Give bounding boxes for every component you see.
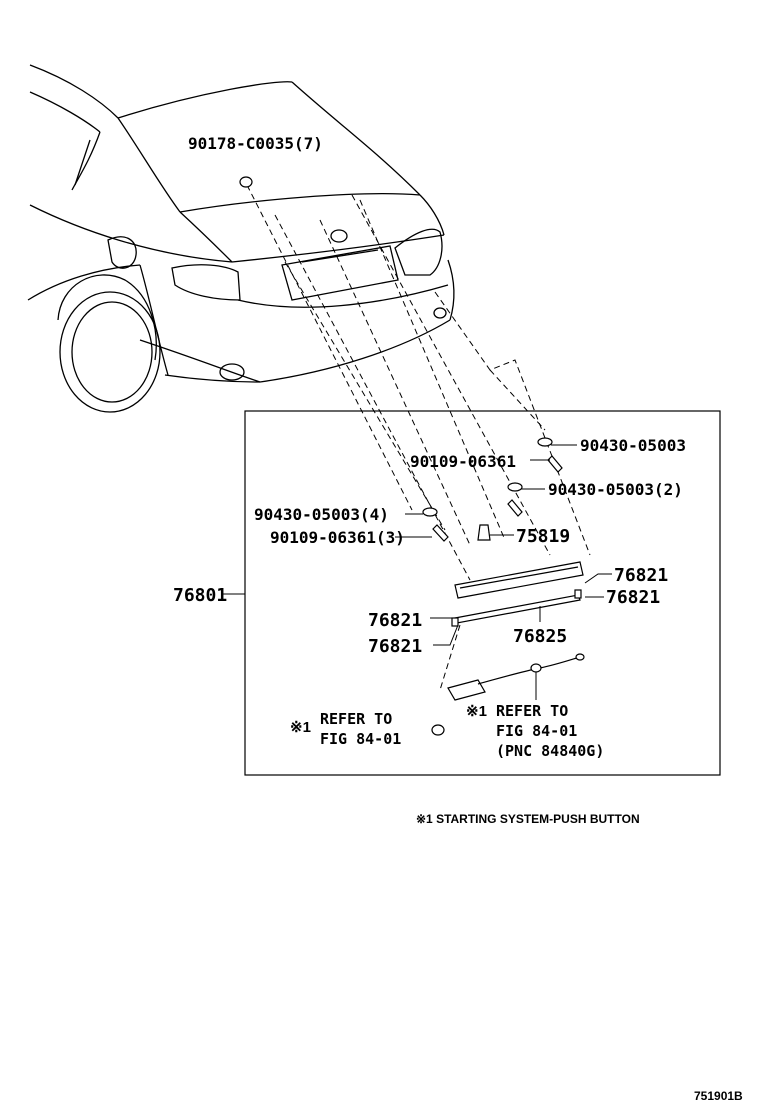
figure-code: 751901B — [694, 1089, 743, 1103]
callout-76821-d: 76821 — [368, 636, 422, 657]
callout-76821-b: 76821 — [606, 587, 660, 608]
end-clip-left — [451, 617, 459, 627]
assembly-box — [244, 410, 721, 776]
callout-90178: 90178-C0035(7) — [188, 134, 323, 153]
ref-left-mark: ※1 — [290, 719, 311, 736]
ref-right-mark: ※1 — [466, 703, 487, 720]
clip-part — [239, 176, 253, 188]
parts — [239, 176, 585, 736]
garnish-76801 — [454, 561, 584, 599]
callout-76825: 76825 — [513, 626, 567, 647]
screw-part-1 — [547, 455, 563, 473]
lamp-76825 — [454, 594, 581, 624]
clip-75819 — [477, 524, 491, 541]
wire-harness — [477, 656, 581, 685]
switch-part — [447, 679, 486, 701]
callout-76821-a: 76821 — [614, 565, 668, 586]
ref-left-line1: REFER TO — [320, 710, 392, 728]
nut-part-3 — [422, 507, 438, 517]
callout-90109-b: 90109-06361(3) — [270, 528, 405, 547]
footnote: ※1 STARTING SYSTEM-PUSH BUTTON — [416, 812, 640, 826]
ref-right-line2: FIG 84-01 — [496, 722, 577, 740]
nut-part-1 — [537, 437, 553, 447]
callout-75819: 75819 — [516, 526, 570, 547]
callout-90109-a: 90109-06361 — [410, 452, 516, 471]
callout-76821-c: 76821 — [368, 610, 422, 631]
ref-left-line2: FIG 84-01 — [320, 730, 401, 748]
end-clip-right — [574, 589, 582, 599]
screw-part-2 — [507, 499, 523, 517]
callout-90430-a: 90430-05003 — [580, 436, 686, 455]
callout-90430-b: 90430-05003(2) — [548, 480, 683, 499]
ref-right-line1: REFER TO — [496, 702, 568, 720]
callout-90430-c: 90430-05003(4) — [254, 505, 389, 524]
label-leaders — [222, 444, 612, 700]
callout-76801: 76801 — [173, 585, 227, 606]
nut-part-2 — [507, 482, 523, 492]
leader-lines — [246, 184, 591, 691]
screw-part-4 — [431, 724, 445, 736]
car-rear-drawing — [27, 64, 455, 413]
screw-part-3 — [432, 524, 449, 542]
ref-right-line3: (PNC 84840G) — [496, 742, 604, 760]
